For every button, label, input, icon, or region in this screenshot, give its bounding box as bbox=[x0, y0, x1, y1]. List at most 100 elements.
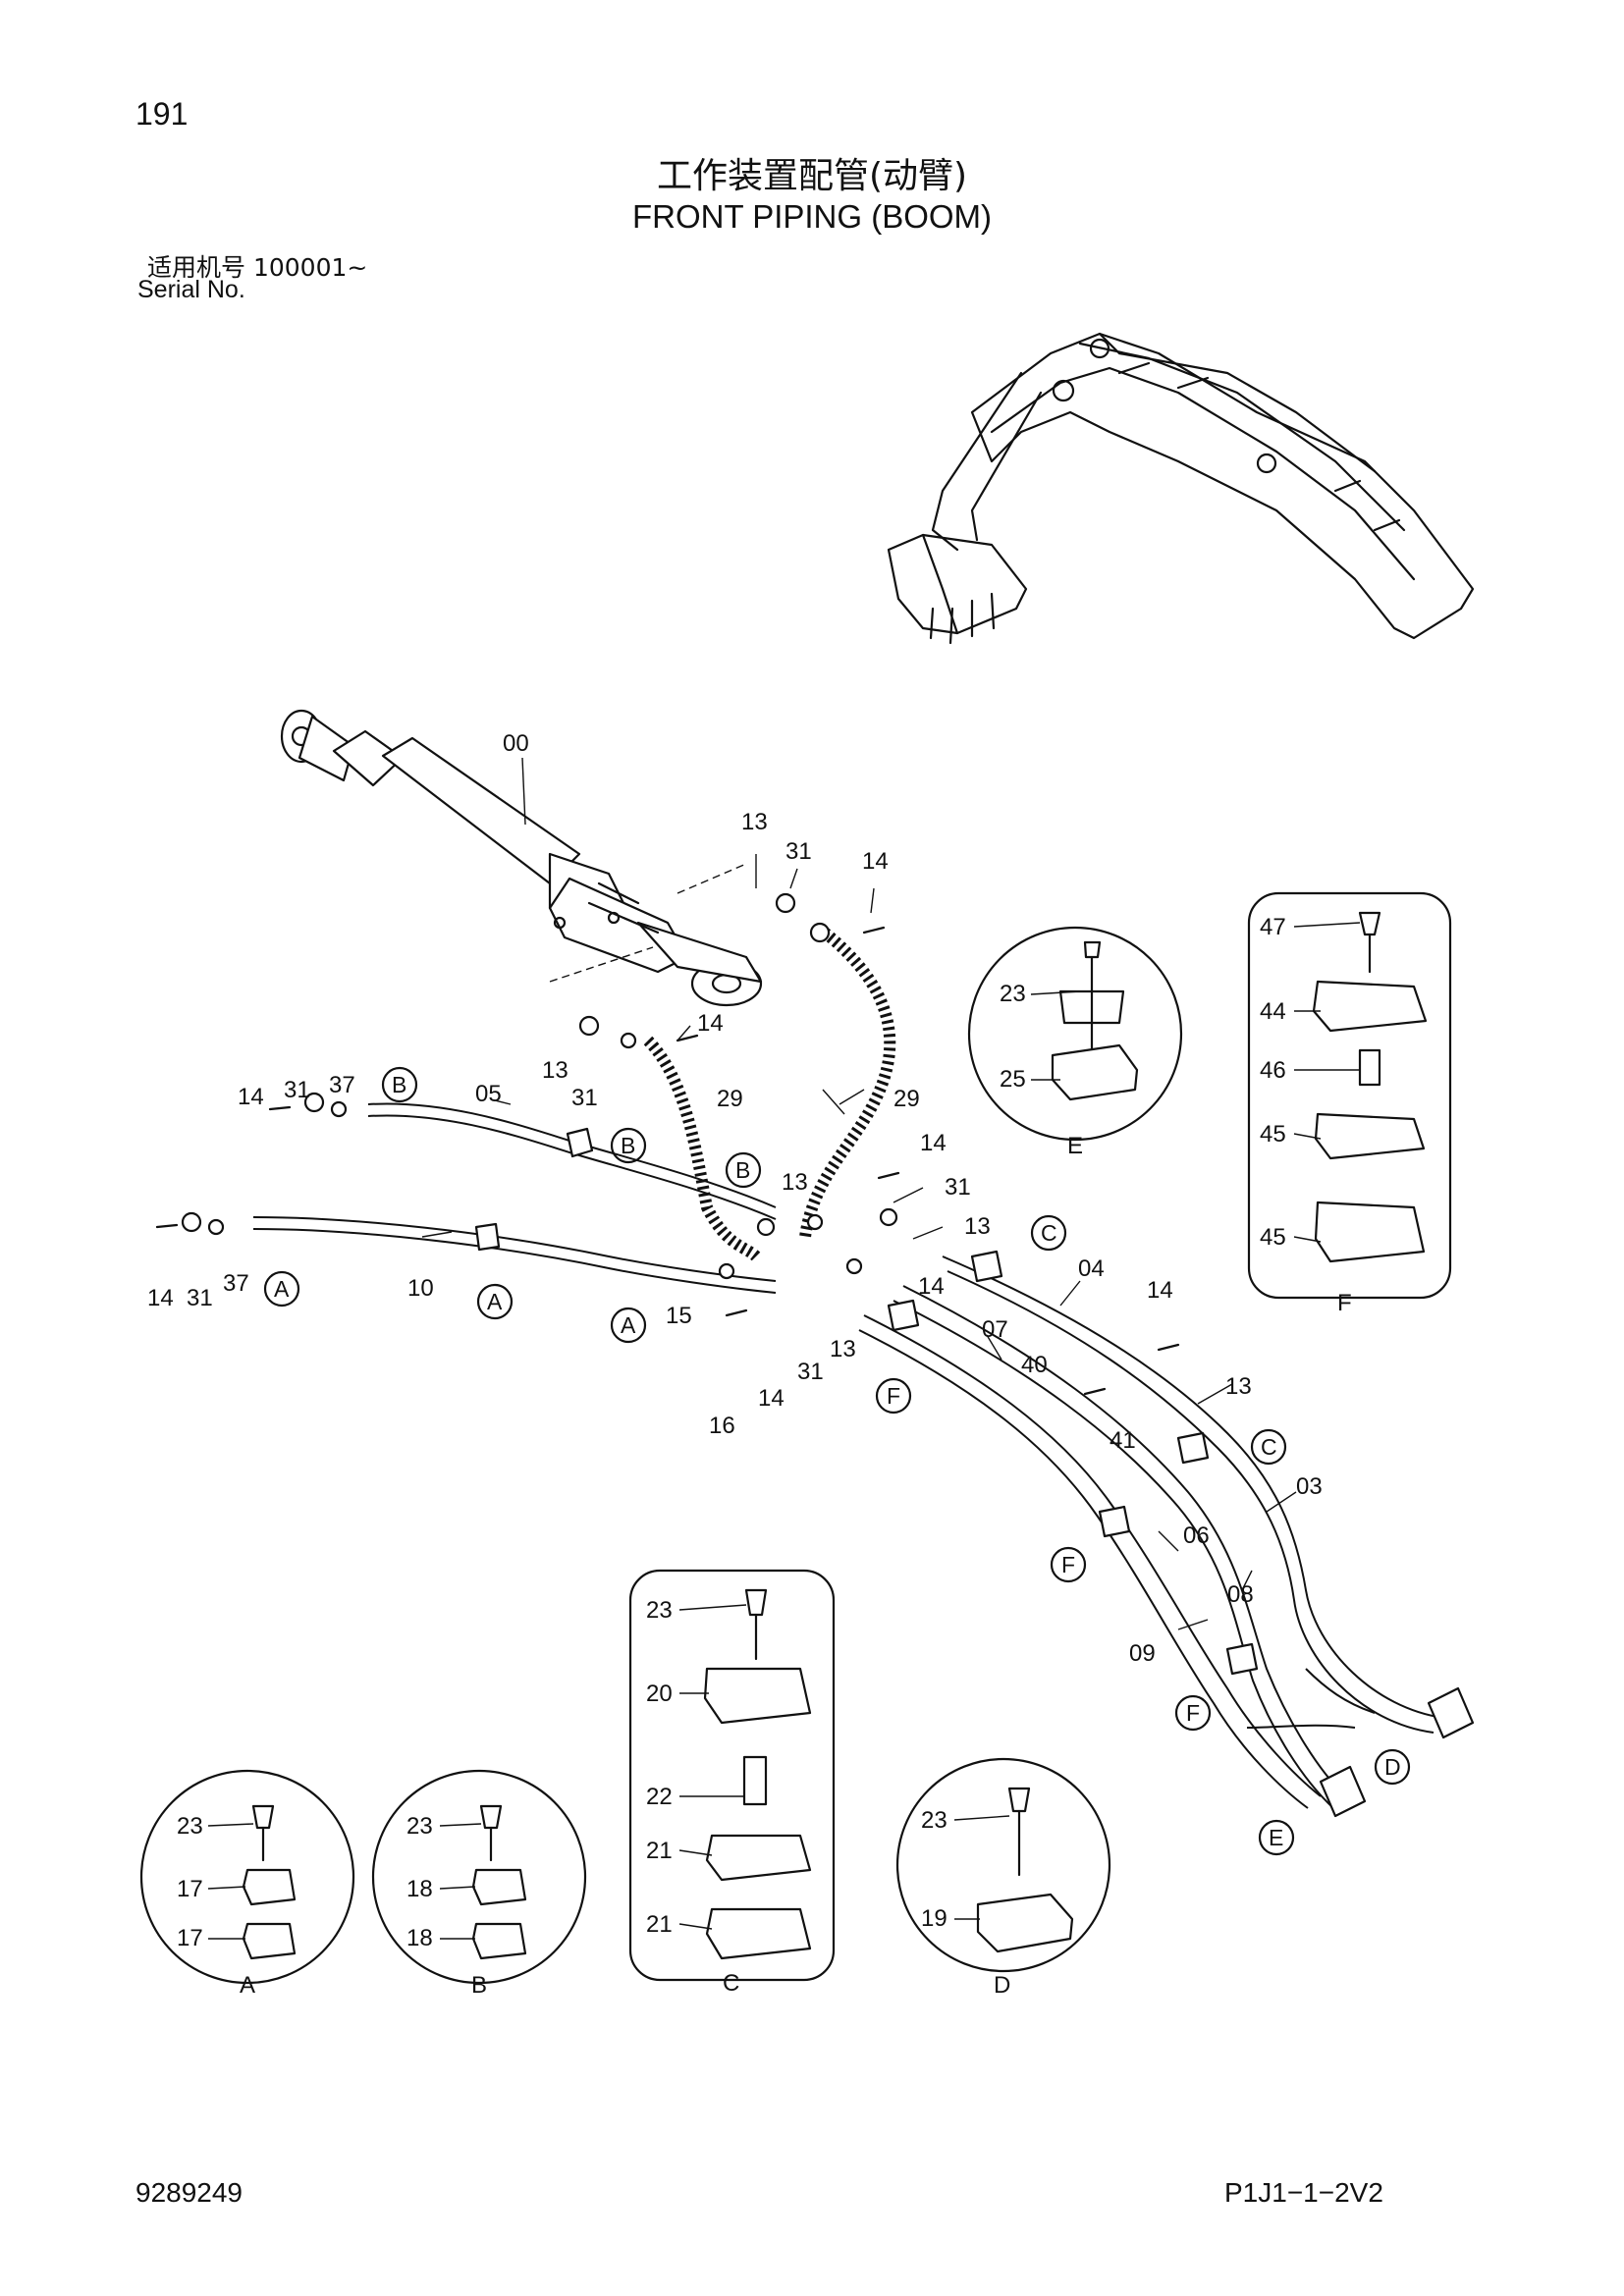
callout-14: 14 bbox=[920, 1130, 947, 1156]
svg-text:F: F bbox=[1186, 1700, 1200, 1726]
callout-13: 13 bbox=[1225, 1373, 1252, 1400]
svg-text:A: A bbox=[274, 1276, 290, 1302]
document-number: 9289249 bbox=[135, 2177, 244, 2208]
fittings-and-bolts bbox=[155, 892, 1180, 1396]
serial-number-label: Serial No. bbox=[137, 276, 245, 303]
svg-text:B: B bbox=[621, 1133, 635, 1158]
ref-marker-f: F bbox=[1174, 1694, 1212, 1732]
page-number: 191 bbox=[135, 96, 189, 132]
detail-c-callout-20: 20 bbox=[646, 1681, 673, 1707]
callout-07: 07 bbox=[982, 1316, 1008, 1343]
ref-marker-a: A bbox=[476, 1283, 514, 1320]
svg-text:C: C bbox=[1041, 1220, 1057, 1246]
detail-b-callout-18: 18 bbox=[406, 1925, 433, 1951]
svg-text:B: B bbox=[735, 1157, 750, 1183]
callout-04: 04 bbox=[1078, 1255, 1105, 1282]
detail-f-callout-45: 45 bbox=[1260, 1121, 1286, 1148]
svg-text:E: E bbox=[1269, 1825, 1283, 1850]
detail-f-callout-44: 44 bbox=[1260, 998, 1286, 1025]
ref-marker-d: D bbox=[1374, 1748, 1411, 1786]
callout-41: 41 bbox=[1110, 1427, 1136, 1454]
hoses bbox=[643, 928, 896, 1261]
callout-14: 14 bbox=[918, 1273, 945, 1300]
ref-marker-c: C bbox=[1250, 1428, 1287, 1466]
detail-d: 23 19 D bbox=[895, 1757, 1111, 1999]
callout-31: 31 bbox=[797, 1359, 824, 1385]
callout-09: 09 bbox=[1129, 1640, 1156, 1667]
detail-d-callout-19: 19 bbox=[921, 1905, 947, 1932]
boom-cylinder bbox=[280, 709, 763, 1007]
detail-c-callout-23: 23 bbox=[646, 1597, 673, 1624]
callout-00: 00 bbox=[503, 730, 529, 757]
ref-marker-b: B bbox=[725, 1151, 762, 1189]
pipe-clamps bbox=[474, 1127, 1475, 1818]
callout-13: 13 bbox=[830, 1336, 856, 1362]
detail-c-callout-21: 21 bbox=[646, 1911, 673, 1938]
detail-c-letter: C bbox=[723, 1970, 739, 1997]
detail-e-callout-23: 23 bbox=[1000, 981, 1026, 1007]
detail-c: 23 20 22 21 21 C bbox=[628, 1569, 836, 1997]
svg-text:F: F bbox=[887, 1383, 900, 1409]
detail-c-callout-21: 21 bbox=[646, 1838, 673, 1864]
ref-marker-f: F bbox=[875, 1377, 912, 1415]
callout-13: 13 bbox=[741, 809, 768, 835]
page-title-english: FRONT PIPING (BOOM) bbox=[631, 198, 993, 235]
callout-29: 29 bbox=[717, 1086, 743, 1112]
excavator-front-overview bbox=[887, 332, 1475, 645]
svg-text:C: C bbox=[1261, 1434, 1277, 1460]
detail-f-callout-45: 45 bbox=[1260, 1224, 1286, 1251]
detail-e: 23 25 E bbox=[967, 926, 1183, 1159]
svg-text:F: F bbox=[1061, 1552, 1075, 1577]
detail-c-callout-22: 22 bbox=[646, 1784, 673, 1810]
ref-marker-f: F bbox=[1050, 1546, 1087, 1583]
callout-10: 10 bbox=[407, 1275, 434, 1302]
callout-14: 14 bbox=[697, 1010, 724, 1037]
callout-14: 14 bbox=[238, 1084, 264, 1110]
detail-f-callout-46: 46 bbox=[1260, 1057, 1286, 1084]
ref-marker-b: B bbox=[381, 1066, 418, 1103]
detail-b-callout-23: 23 bbox=[406, 1813, 433, 1840]
detail-e-letter: E bbox=[1067, 1133, 1083, 1159]
pipe-lines bbox=[252, 1102, 1444, 1809]
callout-31: 31 bbox=[187, 1285, 213, 1311]
callout-14: 14 bbox=[147, 1285, 174, 1311]
callout-31: 31 bbox=[945, 1174, 971, 1201]
svg-text:B: B bbox=[392, 1072, 406, 1097]
detail-d-callout-23: 23 bbox=[921, 1807, 947, 1834]
detail-a-callout-17: 17 bbox=[177, 1925, 203, 1951]
callout-15: 15 bbox=[666, 1303, 692, 1329]
detail-f: 47 44 46 45 45 F bbox=[1247, 891, 1452, 1316]
callout-13: 13 bbox=[964, 1213, 991, 1240]
callout-14: 14 bbox=[1147, 1277, 1173, 1304]
ref-marker-c: C bbox=[1030, 1214, 1067, 1252]
ref-marker-a: A bbox=[263, 1270, 300, 1308]
detail-a-callout-23: 23 bbox=[177, 1813, 203, 1840]
callout-08: 08 bbox=[1227, 1581, 1254, 1608]
callout-40: 40 bbox=[1021, 1352, 1048, 1378]
ref-marker-a: A bbox=[610, 1307, 647, 1344]
callout-06: 06 bbox=[1183, 1522, 1210, 1549]
callout-03: 03 bbox=[1296, 1473, 1323, 1500]
detail-a-callout-17: 17 bbox=[177, 1876, 203, 1902]
serial-number-chinese: 适用机号 100001~ bbox=[147, 253, 368, 282]
detail-f-letter: F bbox=[1337, 1290, 1352, 1316]
detail-e-callout-25: 25 bbox=[1000, 1066, 1026, 1093]
callout-14: 14 bbox=[758, 1385, 785, 1412]
callout-13: 13 bbox=[542, 1057, 568, 1084]
ref-marker-e: E bbox=[1258, 1819, 1295, 1856]
callout-13: 13 bbox=[782, 1169, 808, 1196]
callout-31: 31 bbox=[785, 838, 812, 865]
detail-b-callout-18: 18 bbox=[406, 1876, 433, 1902]
svg-text:A: A bbox=[621, 1312, 636, 1338]
detail-b: 23 18 18 B bbox=[371, 1769, 587, 1999]
callout-31: 31 bbox=[571, 1085, 598, 1111]
ref-marker-b: B bbox=[610, 1127, 647, 1164]
reference-markers: B B B A A A C C F F F E D bbox=[263, 1066, 1411, 1856]
callout-14: 14 bbox=[862, 848, 889, 875]
page-title-chinese: 工作装置配管(动臂) bbox=[656, 156, 968, 196]
callout-labels: 00 13 31 14 14 13 31 14 31 37 05 29 29 1… bbox=[147, 730, 1323, 1667]
callout-37: 37 bbox=[329, 1072, 355, 1098]
detail-d-letter: D bbox=[994, 1972, 1010, 1999]
callout-16: 16 bbox=[709, 1413, 735, 1439]
